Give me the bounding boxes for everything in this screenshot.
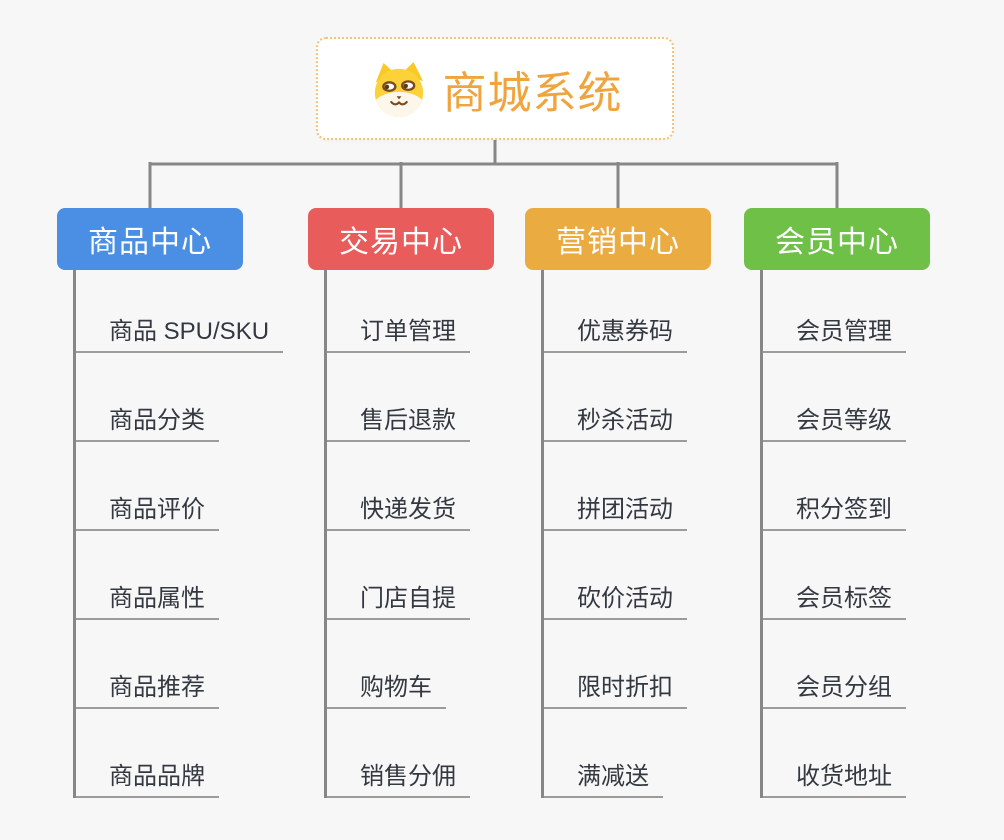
leaf-node[interactable]: 满减送 [544,709,687,798]
leaf-label: 门店自提 [327,585,470,620]
leaf-node[interactable]: 砍价活动 [544,531,687,620]
leaf-node[interactable]: 门店自提 [327,531,470,620]
leaf-list: 会员管理 会员等级 积分签到 会员标签 会员分组 收货地址 [760,270,906,798]
leaf-label: 会员等级 [763,407,906,442]
branch-column-trade-center: 交易中心 订单管理 售后退款 快递发货 门店自提 购物车 销售分佣 [308,208,494,798]
leaf-node[interactable]: 秒杀活动 [544,353,687,442]
leaf-label: 积分签到 [763,496,906,531]
root-title: 商城系统 [442,68,623,118]
leaf-label: 商品评价 [76,496,219,531]
shiba-dog-icon [374,61,423,117]
leaf-node[interactable]: 售后退款 [327,353,470,442]
leaf-label: 优惠券码 [544,318,687,353]
leaf-node[interactable]: 积分签到 [763,442,906,531]
leaf-node[interactable]: 会员等级 [763,353,906,442]
leaf-node[interactable]: 收货地址 [763,709,906,798]
branch-trade-center[interactable]: 交易中心 [308,208,494,270]
leaf-label: 购物车 [327,674,446,709]
leaf-node[interactable]: 商品评价 [76,442,283,531]
leaf-node[interactable]: 会员标签 [763,531,906,620]
leaf-node[interactable]: 商品分类 [76,353,283,442]
branch-column-marketing-center: 营销中心 优惠券码 秒杀活动 拼团活动 砍价活动 限时折扣 满减送 [525,208,711,798]
leaf-label: 砍价活动 [544,585,687,620]
leaf-label: 拼团活动 [544,496,687,531]
leaf-label: 秒杀活动 [544,407,687,442]
leaf-label: 商品品牌 [76,763,219,798]
leaf-label: 限时折扣 [544,674,687,709]
branch-product-center[interactable]: 商品中心 [57,208,243,270]
leaf-node[interactable]: 商品推荐 [76,620,283,709]
leaf-node[interactable]: 商品属性 [76,531,283,620]
leaf-label: 商品属性 [76,585,219,620]
branch-column-member-center: 会员中心 会员管理 会员等级 积分签到 会员标签 会员分组 收货地址 [744,208,930,798]
leaf-node[interactable]: 购物车 [327,620,470,709]
leaf-label: 订单管理 [327,318,470,353]
leaf-label: 快递发货 [327,496,470,531]
leaf-label: 商品 SPU/SKU [76,318,284,353]
leaf-label: 售后退款 [327,407,470,442]
branch-column-product-center: 商品中心 商品 SPU/SKU 商品分类 商品评价 商品属性 商品推荐 商品品牌 [57,208,284,798]
leaf-node[interactable]: 优惠券码 [544,270,687,353]
leaf-list: 订单管理 售后退款 快递发货 门店自提 购物车 销售分佣 [324,270,470,798]
leaf-node[interactable]: 会员管理 [763,270,906,353]
leaf-label: 会员管理 [763,318,906,353]
leaf-node[interactable]: 销售分佣 [327,709,470,798]
branch-marketing-center[interactable]: 营销中心 [525,208,711,270]
leaf-label: 收货地址 [763,763,906,798]
leaf-node[interactable]: 限时折扣 [544,620,687,709]
leaf-node[interactable]: 商品品牌 [76,709,283,798]
root-node[interactable]: 商城系统 [316,37,674,140]
leaf-node[interactable]: 会员分组 [763,620,906,709]
leaf-node[interactable]: 订单管理 [327,270,470,353]
branch-member-center[interactable]: 会员中心 [744,208,930,270]
leaf-label: 商品推荐 [76,674,219,709]
leaf-label: 销售分佣 [327,763,470,798]
leaf-list: 商品 SPU/SKU 商品分类 商品评价 商品属性 商品推荐 商品品牌 [73,270,284,798]
leaf-label: 满减送 [544,763,663,798]
leaf-node[interactable]: 商品 SPU/SKU [76,270,284,353]
leaf-node[interactable]: 快递发货 [327,442,470,531]
leaf-label: 会员分组 [763,674,906,709]
leaf-label: 会员标签 [763,585,906,620]
leaf-label: 商品分类 [76,407,219,442]
leaf-list: 优惠券码 秒杀活动 拼团活动 砍价活动 限时折扣 满减送 [541,270,687,798]
leaf-node[interactable]: 拼团活动 [544,442,687,531]
